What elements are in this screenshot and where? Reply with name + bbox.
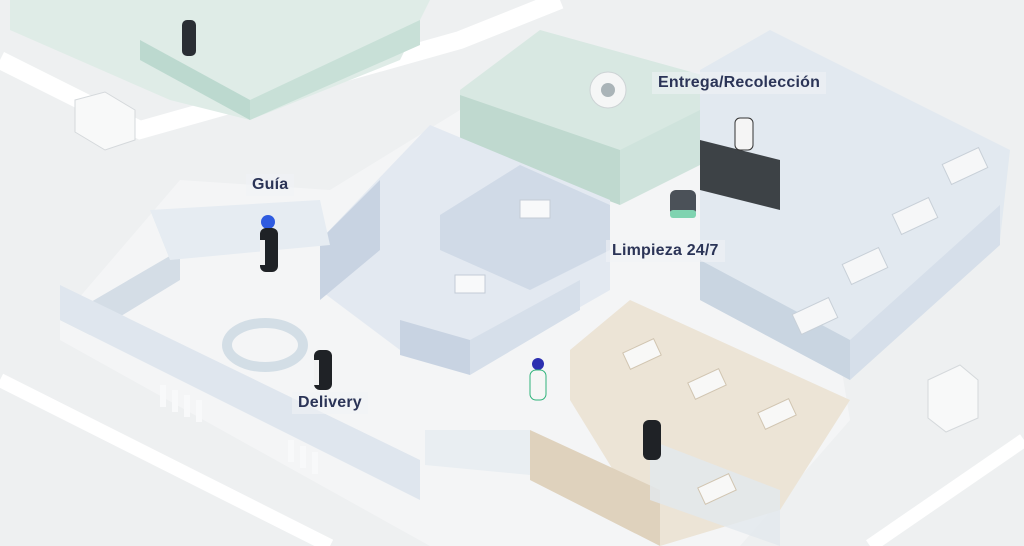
label-cleaning: Limpieza 24/7 [606,240,725,262]
top-left-building [10,0,430,120]
van-icon [74,91,136,151]
reception-desk [222,318,308,372]
label-delivery: Delivery [292,392,368,414]
label-guide: Guía [246,174,295,196]
guide-robot-icon [260,215,278,272]
road [0,373,334,546]
patient-rooms-wing [700,30,1010,380]
beige-wing [425,300,850,546]
robot-icon [643,420,661,460]
robot-icon [182,20,196,56]
robot-icon [734,117,754,151]
road [866,434,1024,546]
garage-opening [700,140,780,210]
van-icon [927,364,979,433]
reception-area [60,200,420,500]
cleaning-robot-icon [670,190,696,218]
label-pickup-delivery: Entrega/Recolección [652,72,827,94]
delivery-robot-icon [314,350,332,390]
central-offices [320,125,610,375]
service-robot-icon [529,358,547,401]
